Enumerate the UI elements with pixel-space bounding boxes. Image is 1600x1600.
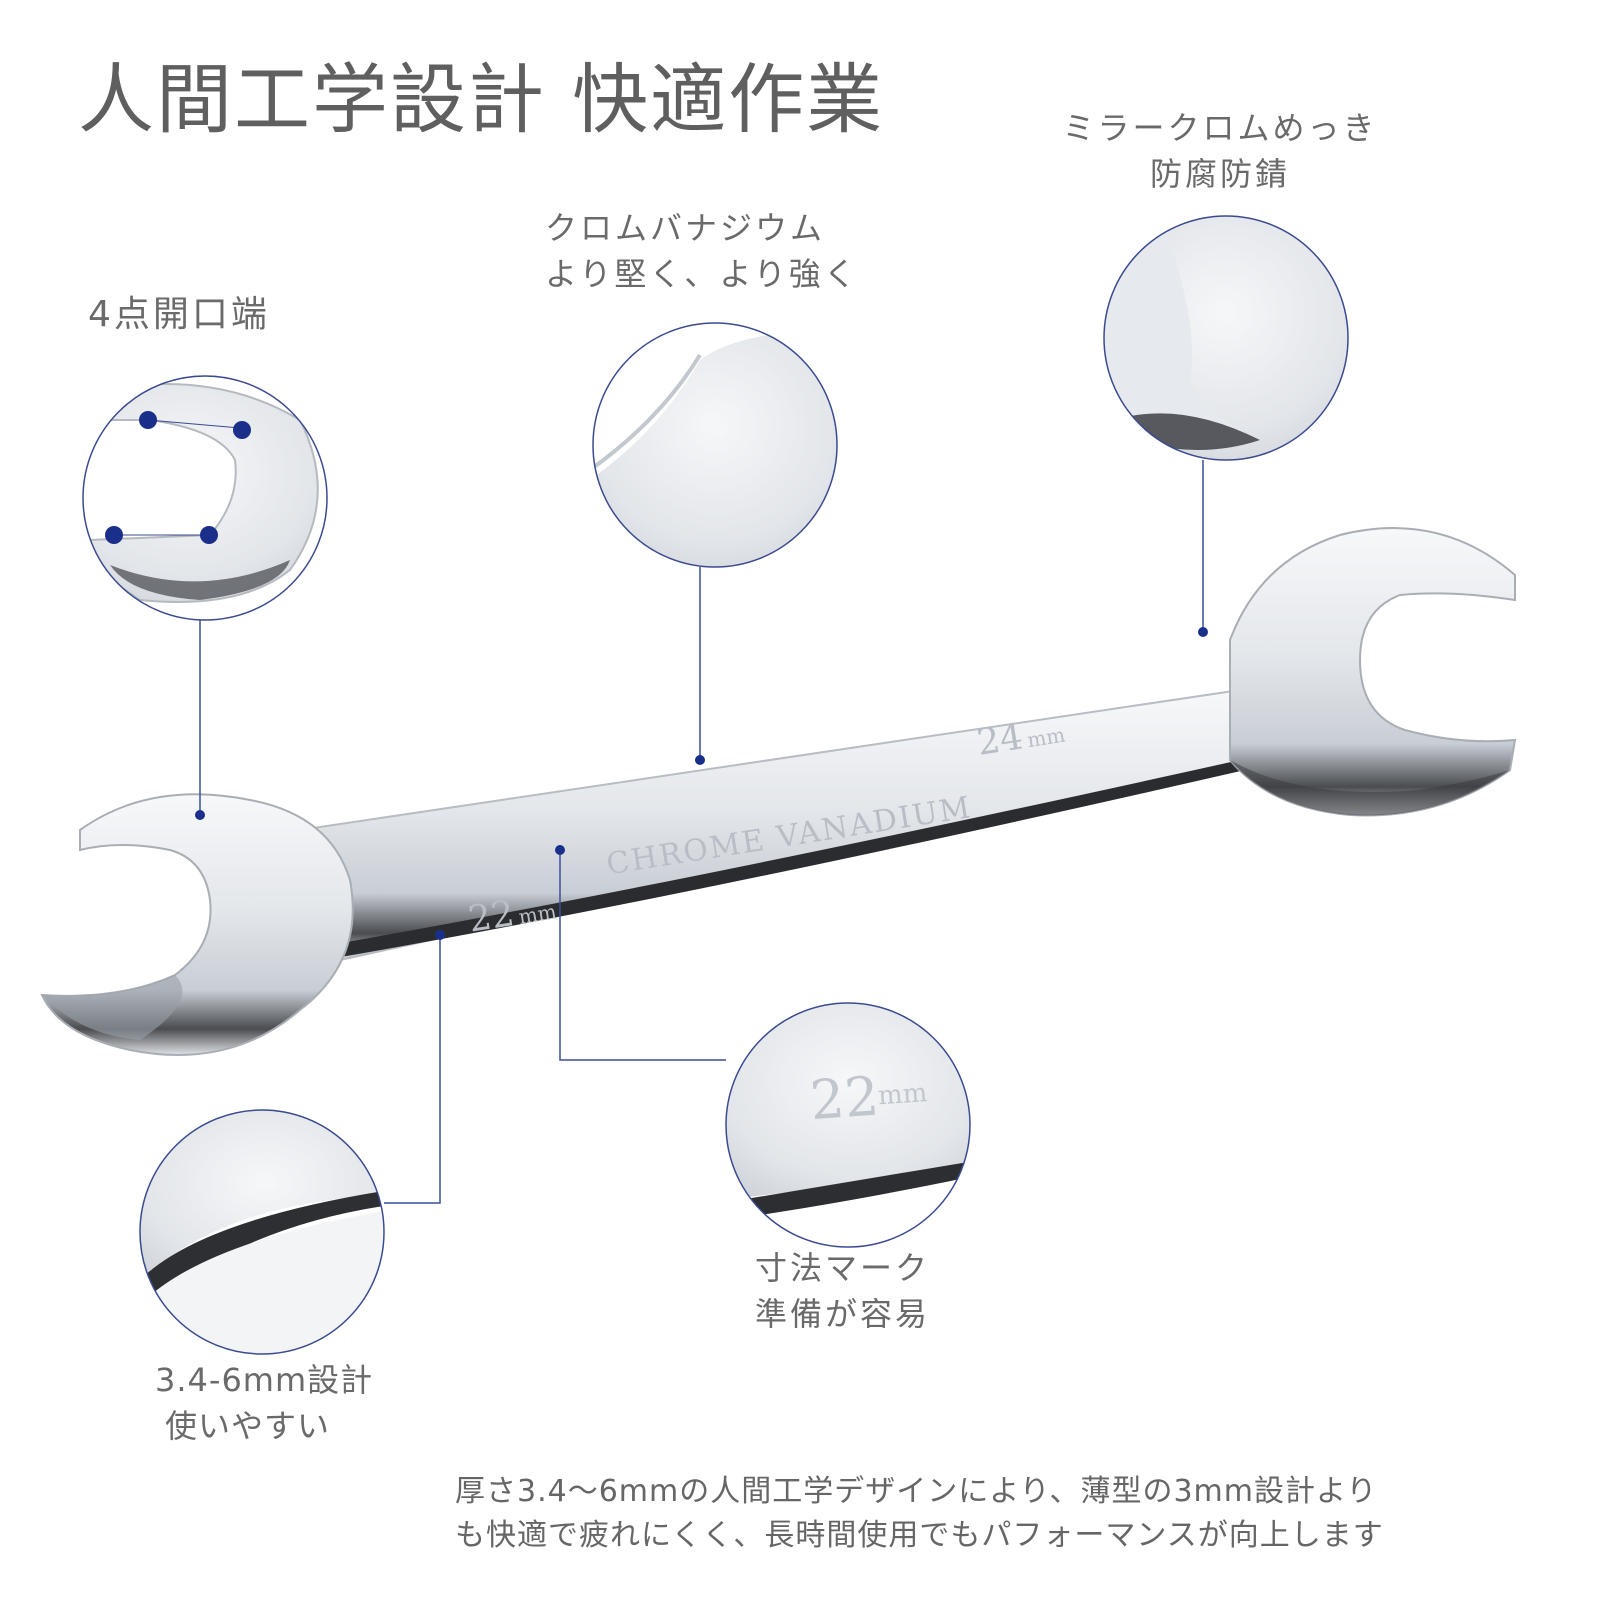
anchor-dot: [555, 845, 565, 855]
callout-thickness-line1: 3.4-6mm設計: [155, 1361, 374, 1399]
anchor-dot: [435, 930, 445, 940]
callout-thickness: 3.4-6mm設計 使いやすい: [155, 1357, 373, 1449]
callout-finish-line2: 防腐防錆: [1149, 155, 1290, 193]
callout-material-line1: クロムバナジウム: [545, 209, 826, 247]
contact-point-dot: [139, 411, 157, 429]
callout-size-mark-line1: 寸法マーク: [755, 1249, 931, 1287]
zoom-circle-size-mark: 22 mm: [725, 1002, 971, 1248]
engraving-size-right: 24: [974, 716, 1026, 764]
callout-open-end-line1: 4点開口端: [88, 294, 270, 335]
contact-point-dot: [200, 526, 218, 544]
anchor-dot: [195, 810, 205, 820]
description-line1: 厚さ3.4～6mmの人間工学デザインにより、薄型の3mm設計より: [455, 1474, 1378, 1509]
description-text: 厚さ3.4～6mmの人間工学デザインにより、薄型の3mm設計より も快適で疲れに…: [455, 1470, 1384, 1558]
anchor-dot: [1198, 627, 1208, 637]
zoom-size-text: 22: [808, 1064, 881, 1132]
zoom-circle-thickness: [139, 1109, 385, 1355]
zoom-size-unit: mm: [877, 1078, 928, 1111]
zoom-circle-chrome-finish: [1103, 215, 1349, 461]
engraving-unit-right: mm: [1026, 723, 1067, 753]
engraving-size-left: 22: [465, 893, 517, 941]
anchor-dots: [195, 627, 1208, 940]
callout-size-mark: 寸法マーク 準備が容易: [755, 1245, 930, 1337]
contact-point-dot: [105, 526, 123, 544]
leader-lines: [199, 460, 1204, 1204]
callout-material-line2: より堅く、より強く: [545, 255, 859, 293]
contact-point-dot: [233, 421, 251, 439]
zoom-circle-open-end: [82, 375, 328, 621]
callout-finish-line1: ミラークロムめっき: [1062, 109, 1378, 147]
callout-open-end: 4点開口端: [88, 292, 270, 338]
callout-finish: ミラークロムめっき 防腐防錆: [1055, 105, 1385, 197]
description-line2: も快適で疲れにくく、長時間使用でもパフォーマンスが向上します: [455, 1518, 1384, 1553]
page-title: 人間工学設計 快適作業: [78, 55, 885, 144]
wrench-body: [40, 527, 1517, 1056]
callout-size-mark-line2: 準備が容易: [755, 1295, 931, 1333]
callout-material: クロムバナジウム より堅く、より強く: [545, 205, 859, 297]
anchor-dot: [695, 755, 705, 765]
callout-thickness-line2: 使いやすい: [165, 1407, 331, 1445]
engraving-unit-left: mm: [517, 899, 558, 929]
zoom-circle-material: [592, 322, 838, 568]
